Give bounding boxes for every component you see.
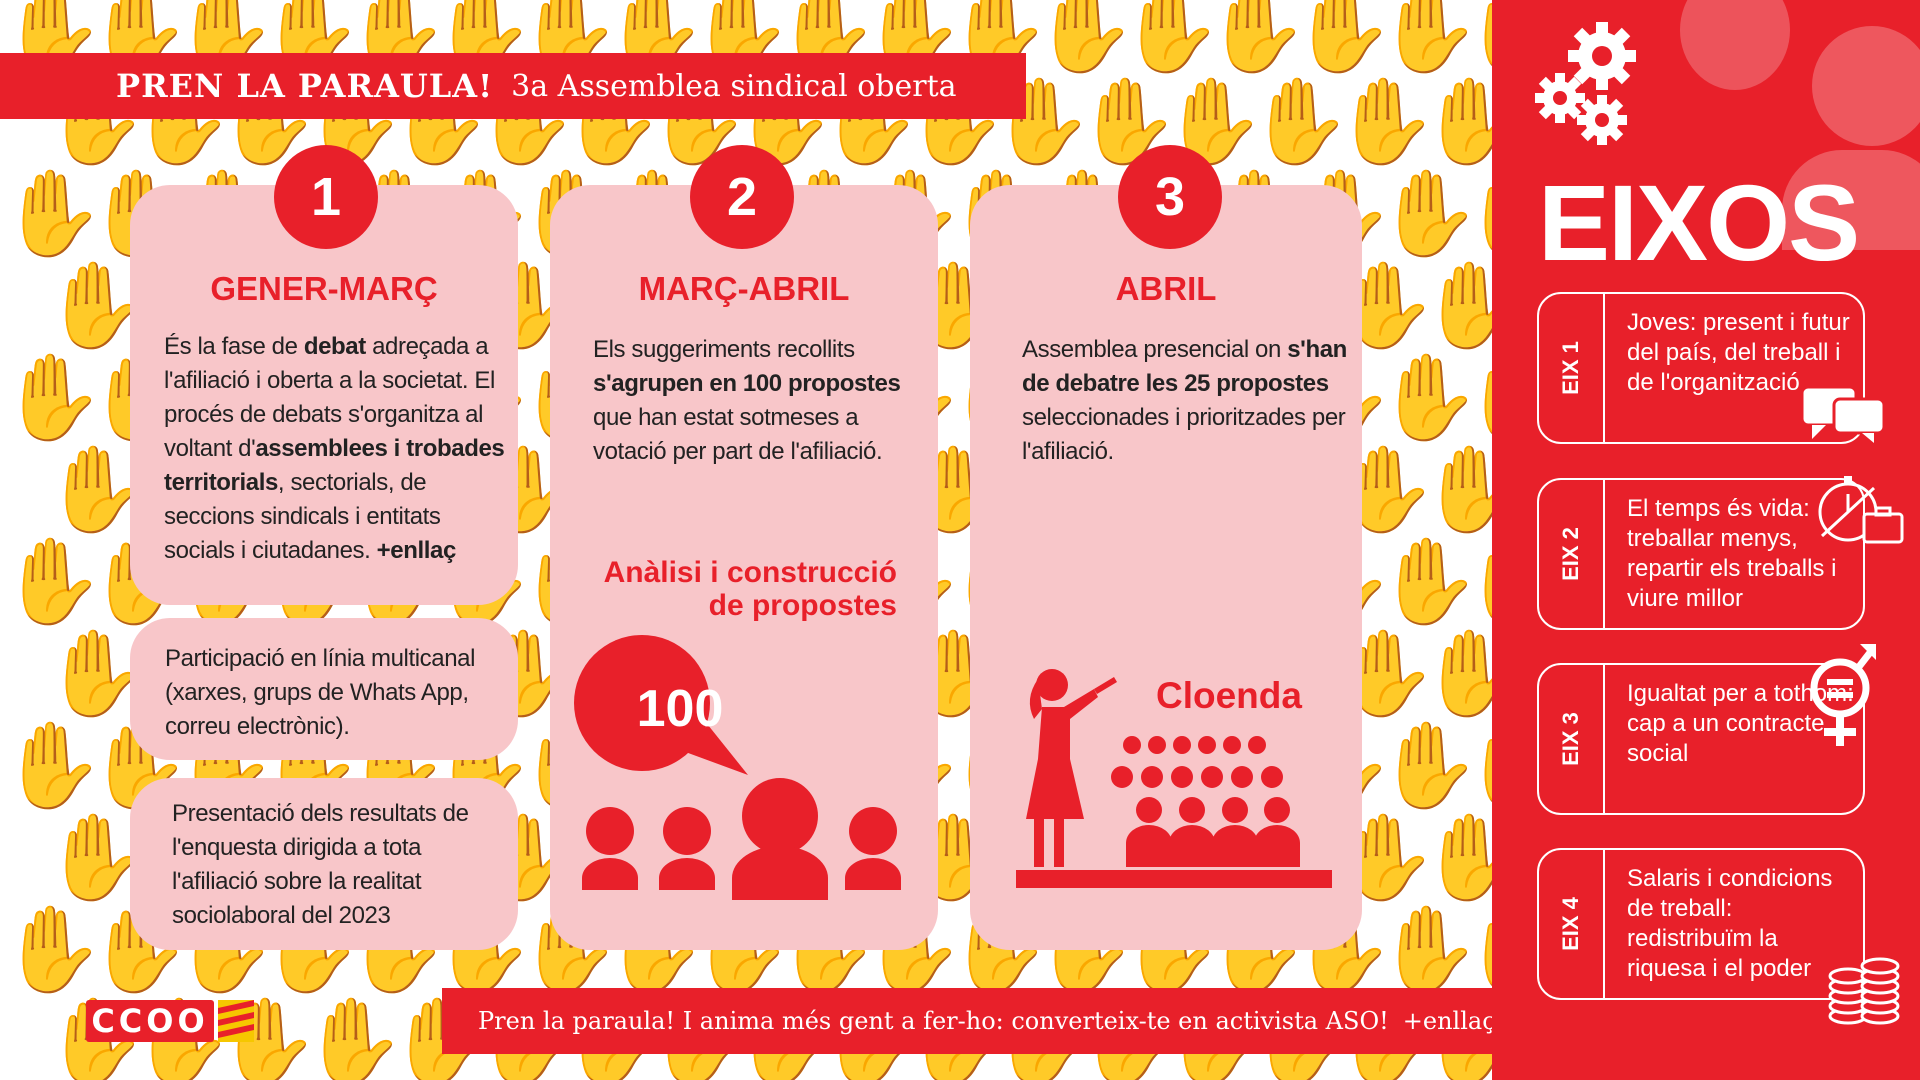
- hand-pattern-glyph: ✋: [0, 164, 105, 262]
- step2-number-badge: 2: [690, 145, 794, 249]
- step2-period: MARÇ-ABRIL: [638, 270, 850, 307]
- hand-pattern-glyph: ✋: [1462, 716, 1492, 815]
- stopwatch-briefcase-icon: [1818, 476, 1904, 544]
- assembly-speaker-icon: [1016, 669, 1332, 888]
- footer-text: Pren la paraula! I anima més gent a fer-…: [478, 1007, 1389, 1035]
- hand-pattern-glyph: ✋: [0, 532, 105, 630]
- eixos-title: EIXOS: [1538, 162, 1860, 283]
- hand-pattern-glyph: ✋: [1462, 0, 1492, 79]
- hand-pattern-glyph: ✋: [1376, 716, 1481, 814]
- hand-pattern-glyph: ✋: [1462, 900, 1492, 999]
- decor-shape: [1782, 150, 1920, 250]
- step3-number-badge: 3: [1118, 145, 1222, 249]
- speech-bubbles-icon: [1800, 385, 1886, 443]
- step3-period: ABRIL: [1115, 270, 1217, 307]
- eix4-label: EIX 4: [1558, 897, 1583, 951]
- hand-pattern-glyph: ✋: [1376, 532, 1481, 630]
- hand-pattern-glyph: ✋: [1376, 900, 1481, 998]
- eix1-card: EIX 1 Joves: present i futur del país, d…: [1537, 292, 1865, 444]
- hand-pattern-glyph: ✋: [1376, 348, 1481, 446]
- hand-pattern-glyph: ✋: [1290, 0, 1395, 78]
- header-banner: PREN LA PARAULA! 3a Assemblea sindical o…: [0, 53, 1026, 119]
- ccoo-logo: CCOO: [86, 1000, 254, 1042]
- eix2-label: EIX 2: [1558, 527, 1583, 581]
- bubble-number: 100: [637, 680, 724, 738]
- step1-description: És la fase de debat adreçada a l'afiliac…: [164, 333, 505, 564]
- hand-pattern-glyph: ✋: [1419, 808, 1492, 906]
- hand-pattern-glyph: ✋: [0, 348, 105, 446]
- footer-banner: Pren la paraula! I anima més gent a fer-…: [442, 988, 1496, 1054]
- step1-number-badge: 1: [274, 145, 378, 249]
- hand-pattern-glyph: ✋: [1419, 624, 1492, 722]
- eix1-text: Joves: present i futur del país, del tre…: [1627, 309, 1850, 396]
- hand-pattern-glyph: ✋: [1462, 348, 1492, 447]
- footer-link[interactable]: +enllaç: [1402, 1007, 1496, 1035]
- hand-pattern-glyph: ✋: [1333, 72, 1438, 170]
- eix4-card: EIX 4 Salaris i condicions de treball: r…: [1537, 848, 1865, 1000]
- step1-survey-text: Presentació dels resultats de l'enquesta…: [172, 800, 469, 929]
- hand-pattern-glyph: ✋: [1118, 0, 1223, 78]
- eix3-label: EIX 3: [1558, 712, 1583, 766]
- hand-pattern-glyph: ✋: [0, 716, 105, 814]
- step2-description: Els suggeriments recollits s'agrupen en …: [593, 336, 901, 465]
- eixos-panel: EIXOS EIX 1 Joves: present i futur del p…: [1492, 0, 1920, 1080]
- hand-pattern-glyph: ✋: [1462, 532, 1492, 631]
- hand-pattern-glyph: ✋: [1376, 164, 1481, 262]
- hand-pattern-glyph: ✋: [1204, 0, 1309, 78]
- decor-shape: [1812, 26, 1920, 146]
- coins-icon: [1828, 957, 1900, 1025]
- eix1-label: EIX 1: [1558, 341, 1583, 395]
- gender-equality-icon: [1810, 644, 1876, 746]
- hand-pattern-glyph: ✋: [1419, 72, 1492, 170]
- hand-pattern-glyph: ✋: [1376, 0, 1481, 78]
- gears-icon: [1535, 22, 1636, 145]
- hand-pattern-glyph: ✋: [1247, 72, 1352, 170]
- eix4-text: Salaris i condicions de treball: redistr…: [1627, 865, 1833, 982]
- eix2-text: El temps és vida: treballar menys, repar…: [1627, 495, 1837, 612]
- step1-online-text: Participació en línia multicanal (xarxes…: [165, 645, 476, 740]
- step1-survey-card: [130, 778, 518, 950]
- hand-pattern-glyph: ✋: [1419, 440, 1492, 538]
- hand-pattern-glyph: ✋: [0, 900, 105, 998]
- closing-label: Cloenda: [1156, 675, 1302, 716]
- people-with-speech-bubble-icon: 100: [574, 635, 901, 900]
- step3-description: Assemblea presencial on s'han de debatre…: [1022, 336, 1347, 465]
- step1-online-card: [130, 618, 518, 760]
- hand-pattern-glyph: ✋: [301, 992, 406, 1080]
- step1-link[interactable]: +enllaç: [376, 537, 457, 564]
- hand-pattern-glyph: ✋: [1419, 256, 1492, 354]
- hand-pattern-glyph: ✋: [1032, 0, 1137, 78]
- catalan-flag-icon: [218, 1000, 254, 1042]
- header-subtitle: 3a Assemblea sindical oberta: [511, 68, 957, 104]
- eix2-card: EIX 2 El temps és vida: treballar menys,…: [1537, 478, 1865, 630]
- step1-main-card: [130, 185, 518, 605]
- step1-period: GENER-MARÇ: [210, 270, 438, 307]
- decor-shape: [1680, 0, 1790, 90]
- header-title: PREN LA PARAULA!: [116, 67, 494, 105]
- hand-pattern-glyph: ✋: [1462, 164, 1492, 263]
